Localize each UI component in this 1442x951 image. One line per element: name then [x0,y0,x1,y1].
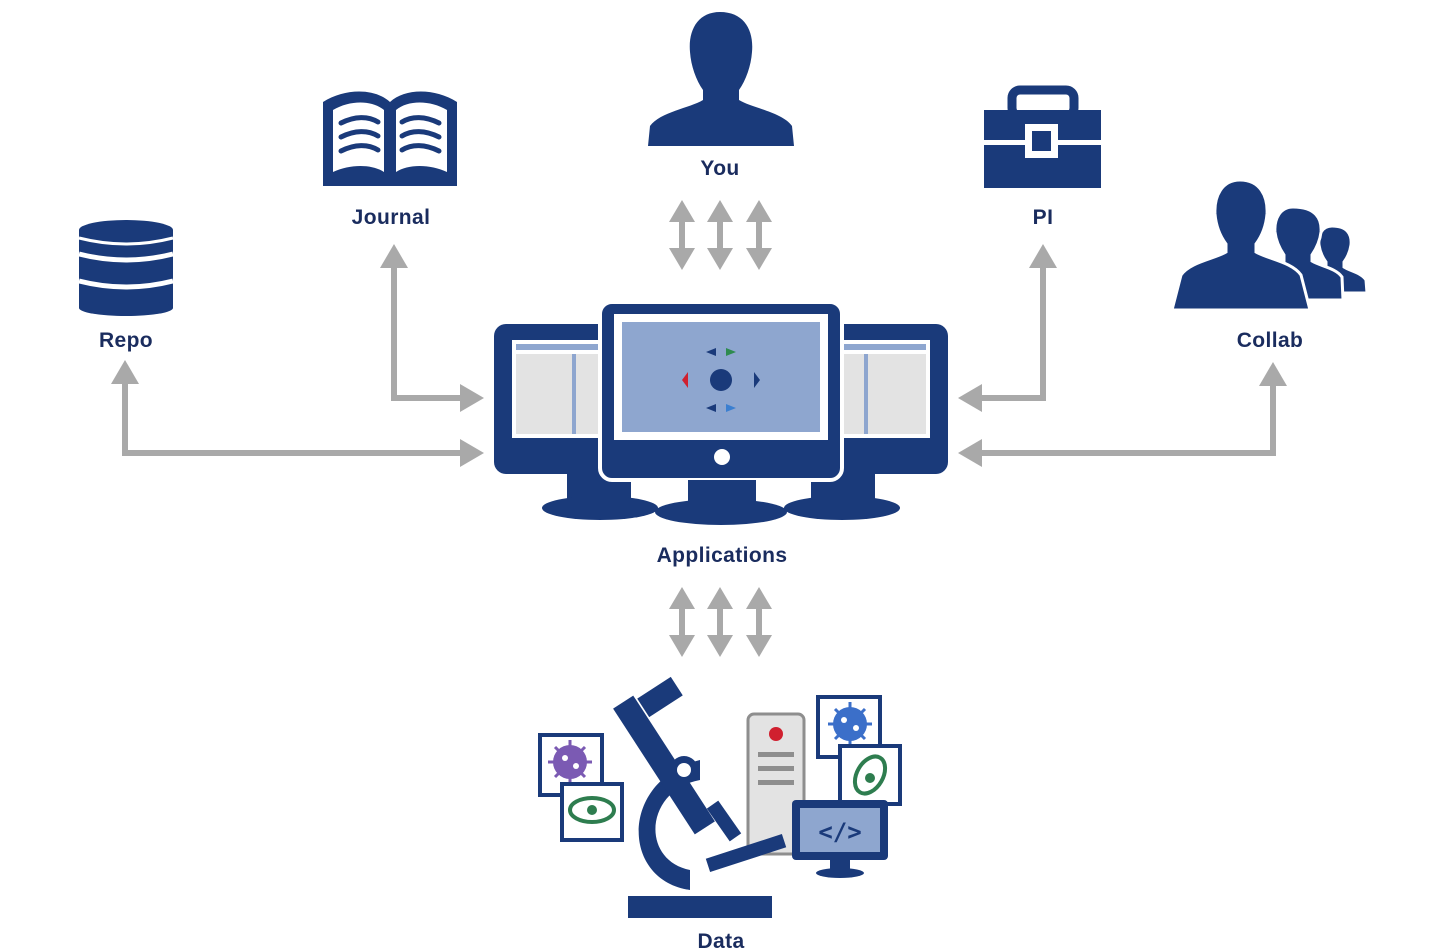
virus-purple-icon [548,740,592,784]
you-label: You [700,157,739,180]
open-book-icon [323,91,457,186]
collab-label: Collab [1237,329,1304,352]
repo-arrow [122,378,462,456]
collab-arrow [980,380,1276,456]
journal-label: Journal [352,206,431,229]
microscope-icon [613,676,787,918]
connector-arrows [111,244,1287,467]
briefcase-icon [984,85,1101,188]
applications-label: Applications [657,544,788,567]
you-applications-arrows [669,200,772,270]
bacteria-right-icon [852,754,888,796]
database-icon [78,220,174,316]
virus-blue-icon [828,702,872,746]
pi-arrow [980,262,1046,401]
app-logo-icon [682,348,760,412]
svg-text:</>: </> [818,818,861,846]
applications-data-arrows [669,587,772,657]
person-icon [648,12,794,146]
bacteria-icon [568,796,616,824]
group-of-people-icon [1170,178,1369,312]
pi-label: PI [1033,206,1054,229]
data-label: Data [697,930,744,951]
repo-label: Repo [99,329,153,352]
microscope-server-icon: </> [538,676,902,918]
journal-arrow [391,262,462,401]
monitors-icon [494,300,948,525]
